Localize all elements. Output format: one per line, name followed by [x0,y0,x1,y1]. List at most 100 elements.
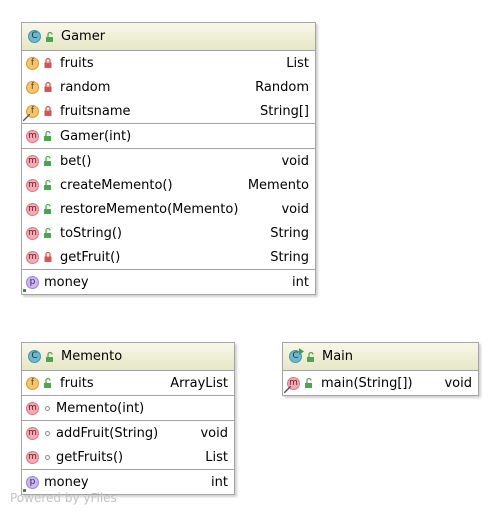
public-visibility-icon [44,31,56,43]
gamer-property-row[interactable]: p money int [22,270,315,294]
field-name: random [60,79,111,95]
gamer-fields: f fruits List f random Random f fruitsna… [22,51,315,124]
gamer-constructors: m Gamer(int) [22,124,315,149]
field-type: String[] [260,103,309,119]
gamer-method-row[interactable]: m createMemento() Memento [22,173,315,197]
runnable-class-icon: C [289,348,304,363]
method-return-type: void [444,375,472,391]
memento-field-row[interactable]: f fruits ArrayList [22,371,234,395]
constructor-name: Gamer(int) [60,128,132,144]
gamer-field-row[interactable]: f fruits List [22,51,315,75]
class-main[interactable]: C Main m main(String[]) void [282,342,479,396]
field-type: Random [255,79,309,95]
method-icon: m [26,426,39,440]
method-return-type: Memento [247,177,309,193]
gamer-method-row[interactable]: m toString() String [22,221,315,245]
main-methods: m main(String[]) void [283,371,478,395]
method-return-type: void [281,201,309,217]
static-method-icon: m [284,376,300,393]
memento-constructor-row[interactable]: m Memento(int) [22,396,234,420]
method-name: addFruit(String) [56,425,159,441]
private-lock-icon [42,105,54,117]
static-field-icon: f [23,104,39,121]
method-name: getFruit() [60,249,121,265]
method-return-type: void [281,153,309,169]
class-gamer-header: C Gamer [22,23,315,51]
gamer-method-row[interactable]: m getFruit() String [22,245,315,269]
method-name: restoreMemento(Memento) [60,201,239,217]
private-lock-icon [42,251,54,263]
memento-constructors: m Memento(int) [22,396,234,421]
method-name: createMemento() [60,177,173,193]
watermark: Powered by yFiles [10,491,117,505]
public-visibility-icon [303,377,315,389]
memento-method-row[interactable]: m getFruits() List [22,445,234,469]
class-gamer[interactable]: C Gamer f fruits List f random Random f … [21,22,316,295]
public-visibility-icon [42,377,54,389]
property-name: money [44,274,89,290]
field-type: List [286,55,309,71]
property-icon: p [26,275,39,289]
method-return-type: List [205,449,228,465]
method-icon: m [26,401,39,415]
method-icon: m [26,154,39,168]
class-icon: C [28,350,41,363]
field-name: fruits [60,375,94,391]
public-visibility-icon [42,155,54,167]
private-lock-icon [42,81,54,93]
memento-methods: m addFruit(String) void m getFruits() Li… [22,421,234,470]
property-type: int [292,274,309,290]
gamer-methods: m bet() void m createMemento() Memento m… [22,149,315,270]
gamer-field-row[interactable]: f random Random [22,75,315,99]
field-name: fruits [60,55,94,71]
private-lock-icon [42,57,54,69]
method-return-type: String [270,249,309,265]
method-icon: m [26,250,39,264]
gamer-method-row[interactable]: m restoreMemento(Memento) void [22,197,315,221]
gamer-field-row[interactable]: f fruitsname String[] [22,99,315,123]
property-type: int [211,474,228,490]
method-name: toString() [60,225,122,241]
method-icon: m [26,226,39,240]
class-gamer-name: Gamer [61,29,106,44]
main-method-row[interactable]: m main(String[]) void [283,371,478,395]
class-main-name: Main [322,349,354,364]
method-name: getFruits() [56,449,124,465]
method-return-type: void [200,425,228,441]
gamer-method-row[interactable]: m bet() void [22,149,315,173]
public-visibility-icon [44,351,56,363]
method-icon: m [26,178,39,192]
field-type: ArrayList [170,375,228,391]
class-main-header: C Main [283,343,478,371]
public-visibility-icon [305,351,317,363]
method-icon: m [26,129,39,143]
memento-property-row[interactable]: p money int [22,470,234,494]
public-visibility-icon [42,179,54,191]
constructor-name: Memento(int) [56,400,145,416]
class-memento-header: C Memento [22,343,234,371]
property-name: money [44,474,89,490]
memento-properties: p money int [22,470,234,494]
field-icon: f [26,376,39,390]
package-visibility-icon [45,430,50,436]
package-visibility-icon [45,405,50,411]
class-icon: C [28,30,41,43]
public-visibility-icon [42,130,54,142]
method-name: bet() [60,153,92,169]
method-name: main(String[]) [321,375,413,391]
gamer-constructor-row[interactable]: m Gamer(int) [22,124,315,148]
public-visibility-icon [42,203,54,215]
memento-method-row[interactable]: m addFruit(String) void [22,421,234,445]
class-memento[interactable]: C Memento f fruits ArrayList m Memento(i… [21,342,235,495]
class-memento-name: Memento [61,349,123,364]
memento-fields: f fruits ArrayList [22,371,234,396]
field-icon: f [26,56,39,70]
field-icon: f [26,80,39,94]
property-icon: p [26,475,39,489]
method-icon: m [26,450,39,464]
package-visibility-icon [45,454,50,460]
public-visibility-icon [42,227,54,239]
field-name: fruitsname [60,103,131,119]
property-marker-icon [23,289,26,292]
method-return-type: String [270,225,309,241]
